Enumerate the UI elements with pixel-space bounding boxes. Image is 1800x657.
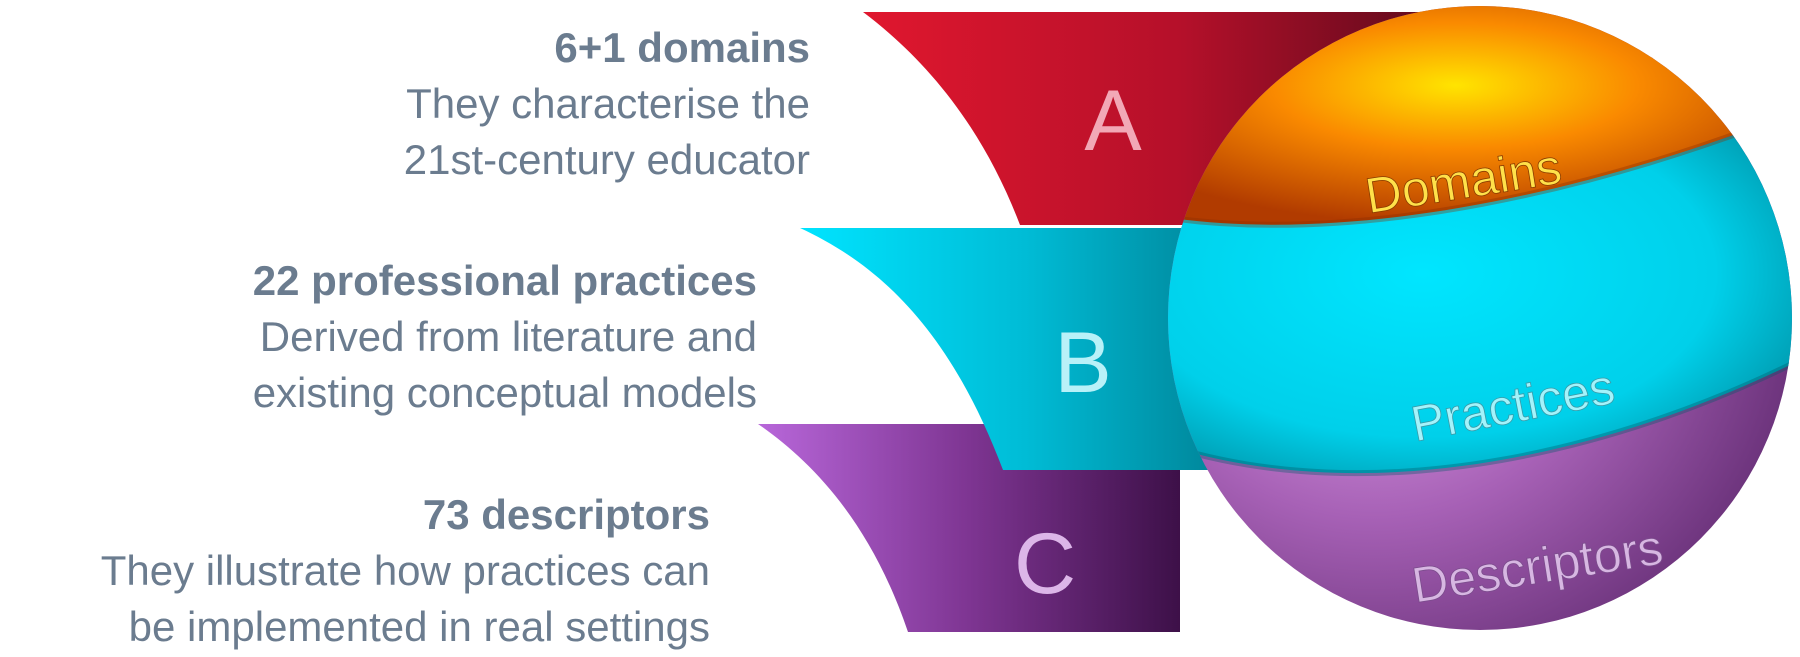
domains-title: 6+1 domains (554, 24, 810, 71)
domains-line-1: They characterise the (406, 80, 810, 127)
descriptors-line-2: be implemented in real settings (128, 603, 710, 650)
descriptors-line-1: They illustrate how practices can (100, 547, 710, 594)
sphere-practices-band (1168, 110, 1792, 474)
letter-a: A (1084, 73, 1142, 169)
practices-description: 22 professional practices Derived from l… (253, 253, 757, 421)
practices-title: 22 professional practices (252, 257, 757, 304)
practices-line-2: existing conceptual models (252, 369, 757, 416)
practices-line-1: Derived from literature and (259, 313, 757, 360)
descriptors-title: 73 descriptors (422, 491, 710, 538)
sphere (1168, 6, 1792, 630)
descriptors-description: 73 descriptors They illustrate how pract… (101, 487, 710, 655)
letter-c: C (1014, 516, 1076, 612)
domains-description: 6+1 domains They characterise the 21st-c… (404, 20, 810, 188)
letter-b: B (1054, 315, 1111, 411)
sphere-domains-cap (1168, 6, 1792, 225)
ribbon-b (800, 228, 1250, 470)
ribbon-c (758, 424, 1180, 632)
domains-line-2: 21st-century educator (403, 136, 810, 183)
